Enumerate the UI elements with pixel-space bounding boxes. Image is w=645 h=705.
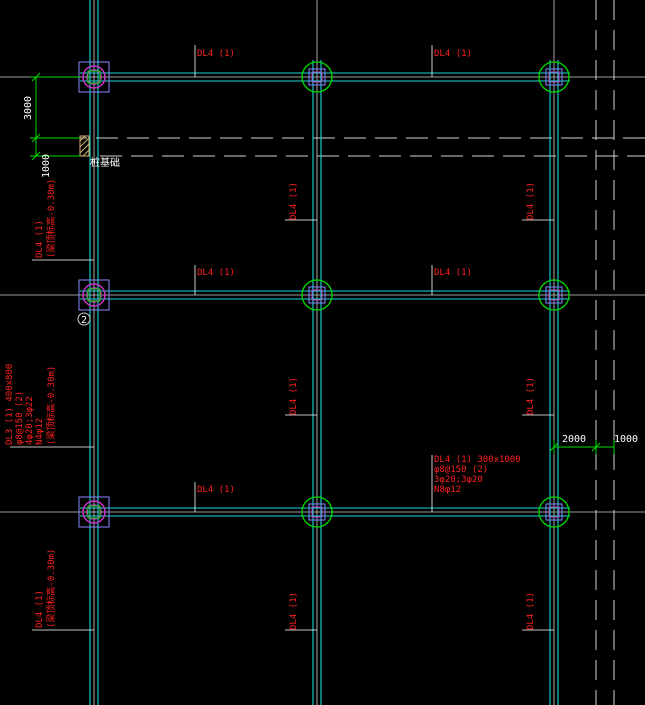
column-3-1 xyxy=(538,61,570,93)
beam-label-col2-span3: DL4 (1) xyxy=(289,592,299,630)
svg-text:(梁顶标高-0.30m): (梁顶标高-0.30m) xyxy=(45,549,57,628)
svg-text:DL4 (1): DL4 (1) xyxy=(35,590,45,628)
beam-label-bottom-a: DL4 (1) xyxy=(197,485,235,495)
dimension-right xyxy=(549,440,615,454)
dimension-left-upper: 3000 xyxy=(23,96,34,120)
beam-label-col2-span2: DL4 (1) xyxy=(289,377,299,415)
leader-lines xyxy=(10,45,554,631)
beam-label-mid-b: DL4 (1) xyxy=(434,268,472,278)
beam-label-top-a: DL4 (1) xyxy=(197,49,235,59)
svg-text:N4φ12: N4φ12 xyxy=(35,418,45,445)
beam-label-top-b: DL4 (1) xyxy=(434,49,472,59)
column-3-3 xyxy=(538,496,570,528)
beam-label-left-span2: DL3 (1) 400x800 φ8@150 (2) 4φ20;3φ22 N4φ… xyxy=(5,364,57,445)
beam-label-col3-span2: DL4 (1) xyxy=(526,377,536,415)
svg-text:φ8@150 (2): φ8@150 (2) xyxy=(434,465,488,475)
svg-text:DL4 (1): DL4 (1) xyxy=(35,220,45,258)
column-left-3 xyxy=(78,496,110,528)
svg-text:φ8@150 (2): φ8@150 (2) xyxy=(15,391,25,445)
axis-bubble: 2 xyxy=(77,312,91,326)
column-2-3 xyxy=(301,496,333,528)
svg-text:2: 2 xyxy=(81,315,87,326)
column-2-1 xyxy=(301,61,333,93)
column-left-2 xyxy=(78,279,110,311)
interior-columns xyxy=(301,61,570,528)
svg-text:4φ20;3φ22: 4φ20;3φ22 xyxy=(25,396,35,445)
beam-label-left-span1: DL4 (1) (梁顶标高-0.30m) xyxy=(35,179,57,258)
beam-label-mid-a: DL4 (1) xyxy=(197,268,235,278)
edge-marker-text: 桩基础 xyxy=(90,156,120,169)
column-3-2 xyxy=(538,279,570,311)
column-2-2 xyxy=(301,279,333,311)
svg-text:(梁顶标高-0.30m): (梁顶标高-0.30m) xyxy=(45,179,57,258)
beam-label-col3-span3: DL4 (1) xyxy=(526,592,536,630)
hatch-block-icon xyxy=(79,135,90,157)
dimension-right-a: 2000 xyxy=(562,434,586,445)
beam-label-col2-span1: DL4 (1) xyxy=(289,182,299,220)
svg-text:3φ20;3φ20: 3φ20;3φ20 xyxy=(434,475,483,485)
beam-callout: DL4 (1) 300x1000 φ8@150 (2) 3φ20;3φ20 N8… xyxy=(434,455,521,495)
beam-label-left-span3: DL4 (1) (梁顶标高-0.30m) xyxy=(35,549,57,628)
column-square-icon xyxy=(78,279,110,311)
beam-label-col3-span1: DL4 (1) xyxy=(526,182,536,220)
column-square-icon xyxy=(78,496,110,528)
svg-text:(梁顶标高-0.30m): (梁顶标高-0.30m) xyxy=(45,366,57,445)
dashed-lines xyxy=(34,0,645,705)
svg-text:DL4 (1) 300x1000: DL4 (1) 300x1000 xyxy=(434,455,521,465)
svg-text:DL3 (1) 400x800: DL3 (1) 400x800 xyxy=(5,364,15,445)
dimension-right-b: 1000 xyxy=(614,434,638,445)
svg-text:N8φ12: N8φ12 xyxy=(434,485,461,495)
dimension-left xyxy=(30,72,80,161)
dimension-left-lower: 1000 xyxy=(41,154,52,178)
